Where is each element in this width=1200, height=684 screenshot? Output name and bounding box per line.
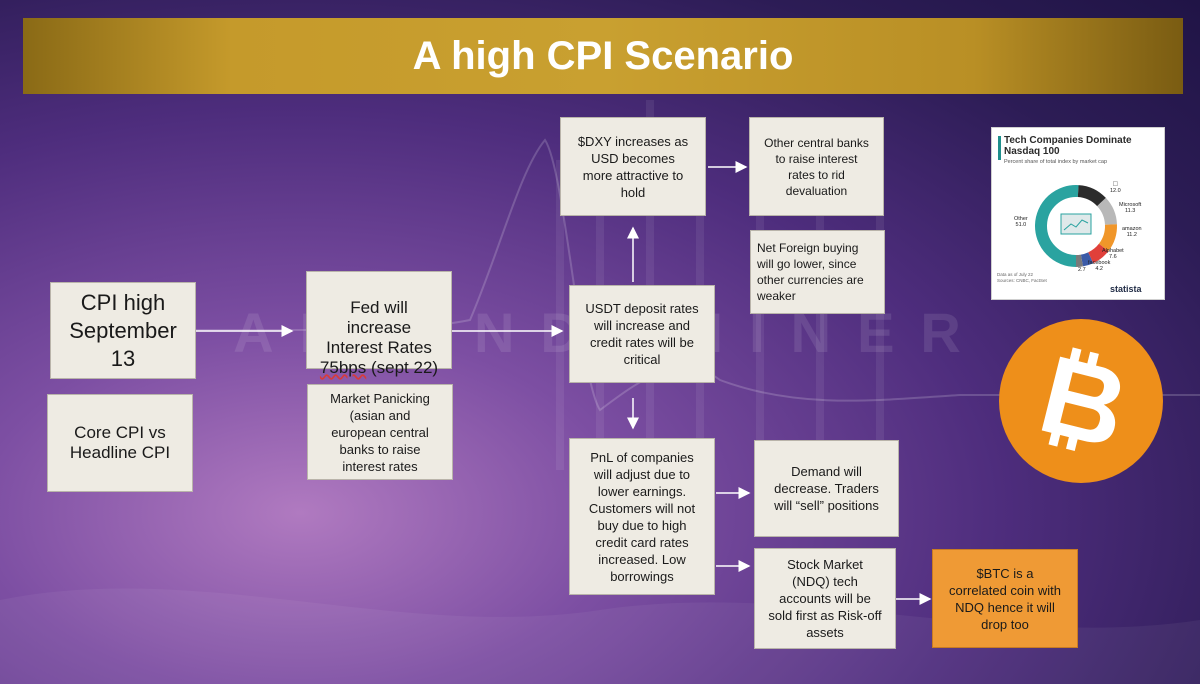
market-panicking-box: Market Panicking (asian and european cen…: [307, 384, 453, 480]
donut-slice-amazon: [1098, 224, 1117, 252]
monitor-trend-line: [1063, 219, 1089, 231]
demand-box: Demand will decrease. Traders will “sell…: [754, 440, 899, 537]
donut-slice-other: [1035, 185, 1079, 267]
donut-slice-alphabet: [1087, 243, 1109, 264]
usdt-box: USDT deposit rates will increase and cre…: [569, 285, 715, 383]
monitor-icon: [1060, 213, 1092, 235]
title-banner: A high CPI Scenario: [23, 18, 1183, 94]
fed-text: Fed will increase Interest Rates: [326, 298, 432, 357]
inset-accent-bar: [998, 136, 1001, 160]
fed-box: Fed will increase Interest Rates 75bps (…: [306, 271, 452, 377]
core-cpi-box: Core CPI vs Headline CPI: [47, 394, 193, 492]
inset-label-small: 2.7: [1078, 267, 1086, 273]
statista-logo: statista: [1110, 284, 1142, 294]
fed-date-text: (sept 22): [366, 358, 439, 377]
dxy-box: $DXY increases as USD becomes more attra…: [560, 117, 706, 216]
nasdaq-inset-chart: Tech Companies Dominate Nasdaq 100 Perce…: [991, 127, 1165, 300]
btc-correlation-box: $BTC is a correlated coin with NDQ hence…: [932, 549, 1078, 648]
inset-source: Data as of July 22 Sources: CNBC, FactSe…: [997, 272, 1047, 283]
donut-slice-apple: [1077, 185, 1106, 207]
inset-label-apple: 12.0: [1110, 181, 1121, 194]
other-central-banks-box: Other central banks to raise interest ra…: [749, 117, 884, 216]
cpi-high-box: CPI high September 13: [50, 282, 196, 379]
stock-market-box: Stock Market (NDQ) tech accounts will be…: [754, 548, 896, 649]
donut-slice-microsoft: [1096, 197, 1117, 226]
fed-bps-text: 75bps: [319, 358, 367, 377]
inset-donut-chart: [1035, 185, 1117, 267]
inset-subtitle: Percent share of total index by market c…: [1004, 159, 1108, 165]
pnl-box: PnL of companies will adjust due to lowe…: [569, 438, 715, 595]
net-foreign-box: Net Foreign buying will go lower, since …: [750, 230, 885, 314]
page-title: A high CPI Scenario: [412, 33, 794, 78]
donut-slice-facebook: [1080, 252, 1094, 267]
donut-slice-small: [1075, 254, 1083, 267]
bitcoin-icon: [999, 319, 1163, 483]
inset-title: Tech Companies Dominate Nasdaq 100: [1004, 135, 1132, 157]
